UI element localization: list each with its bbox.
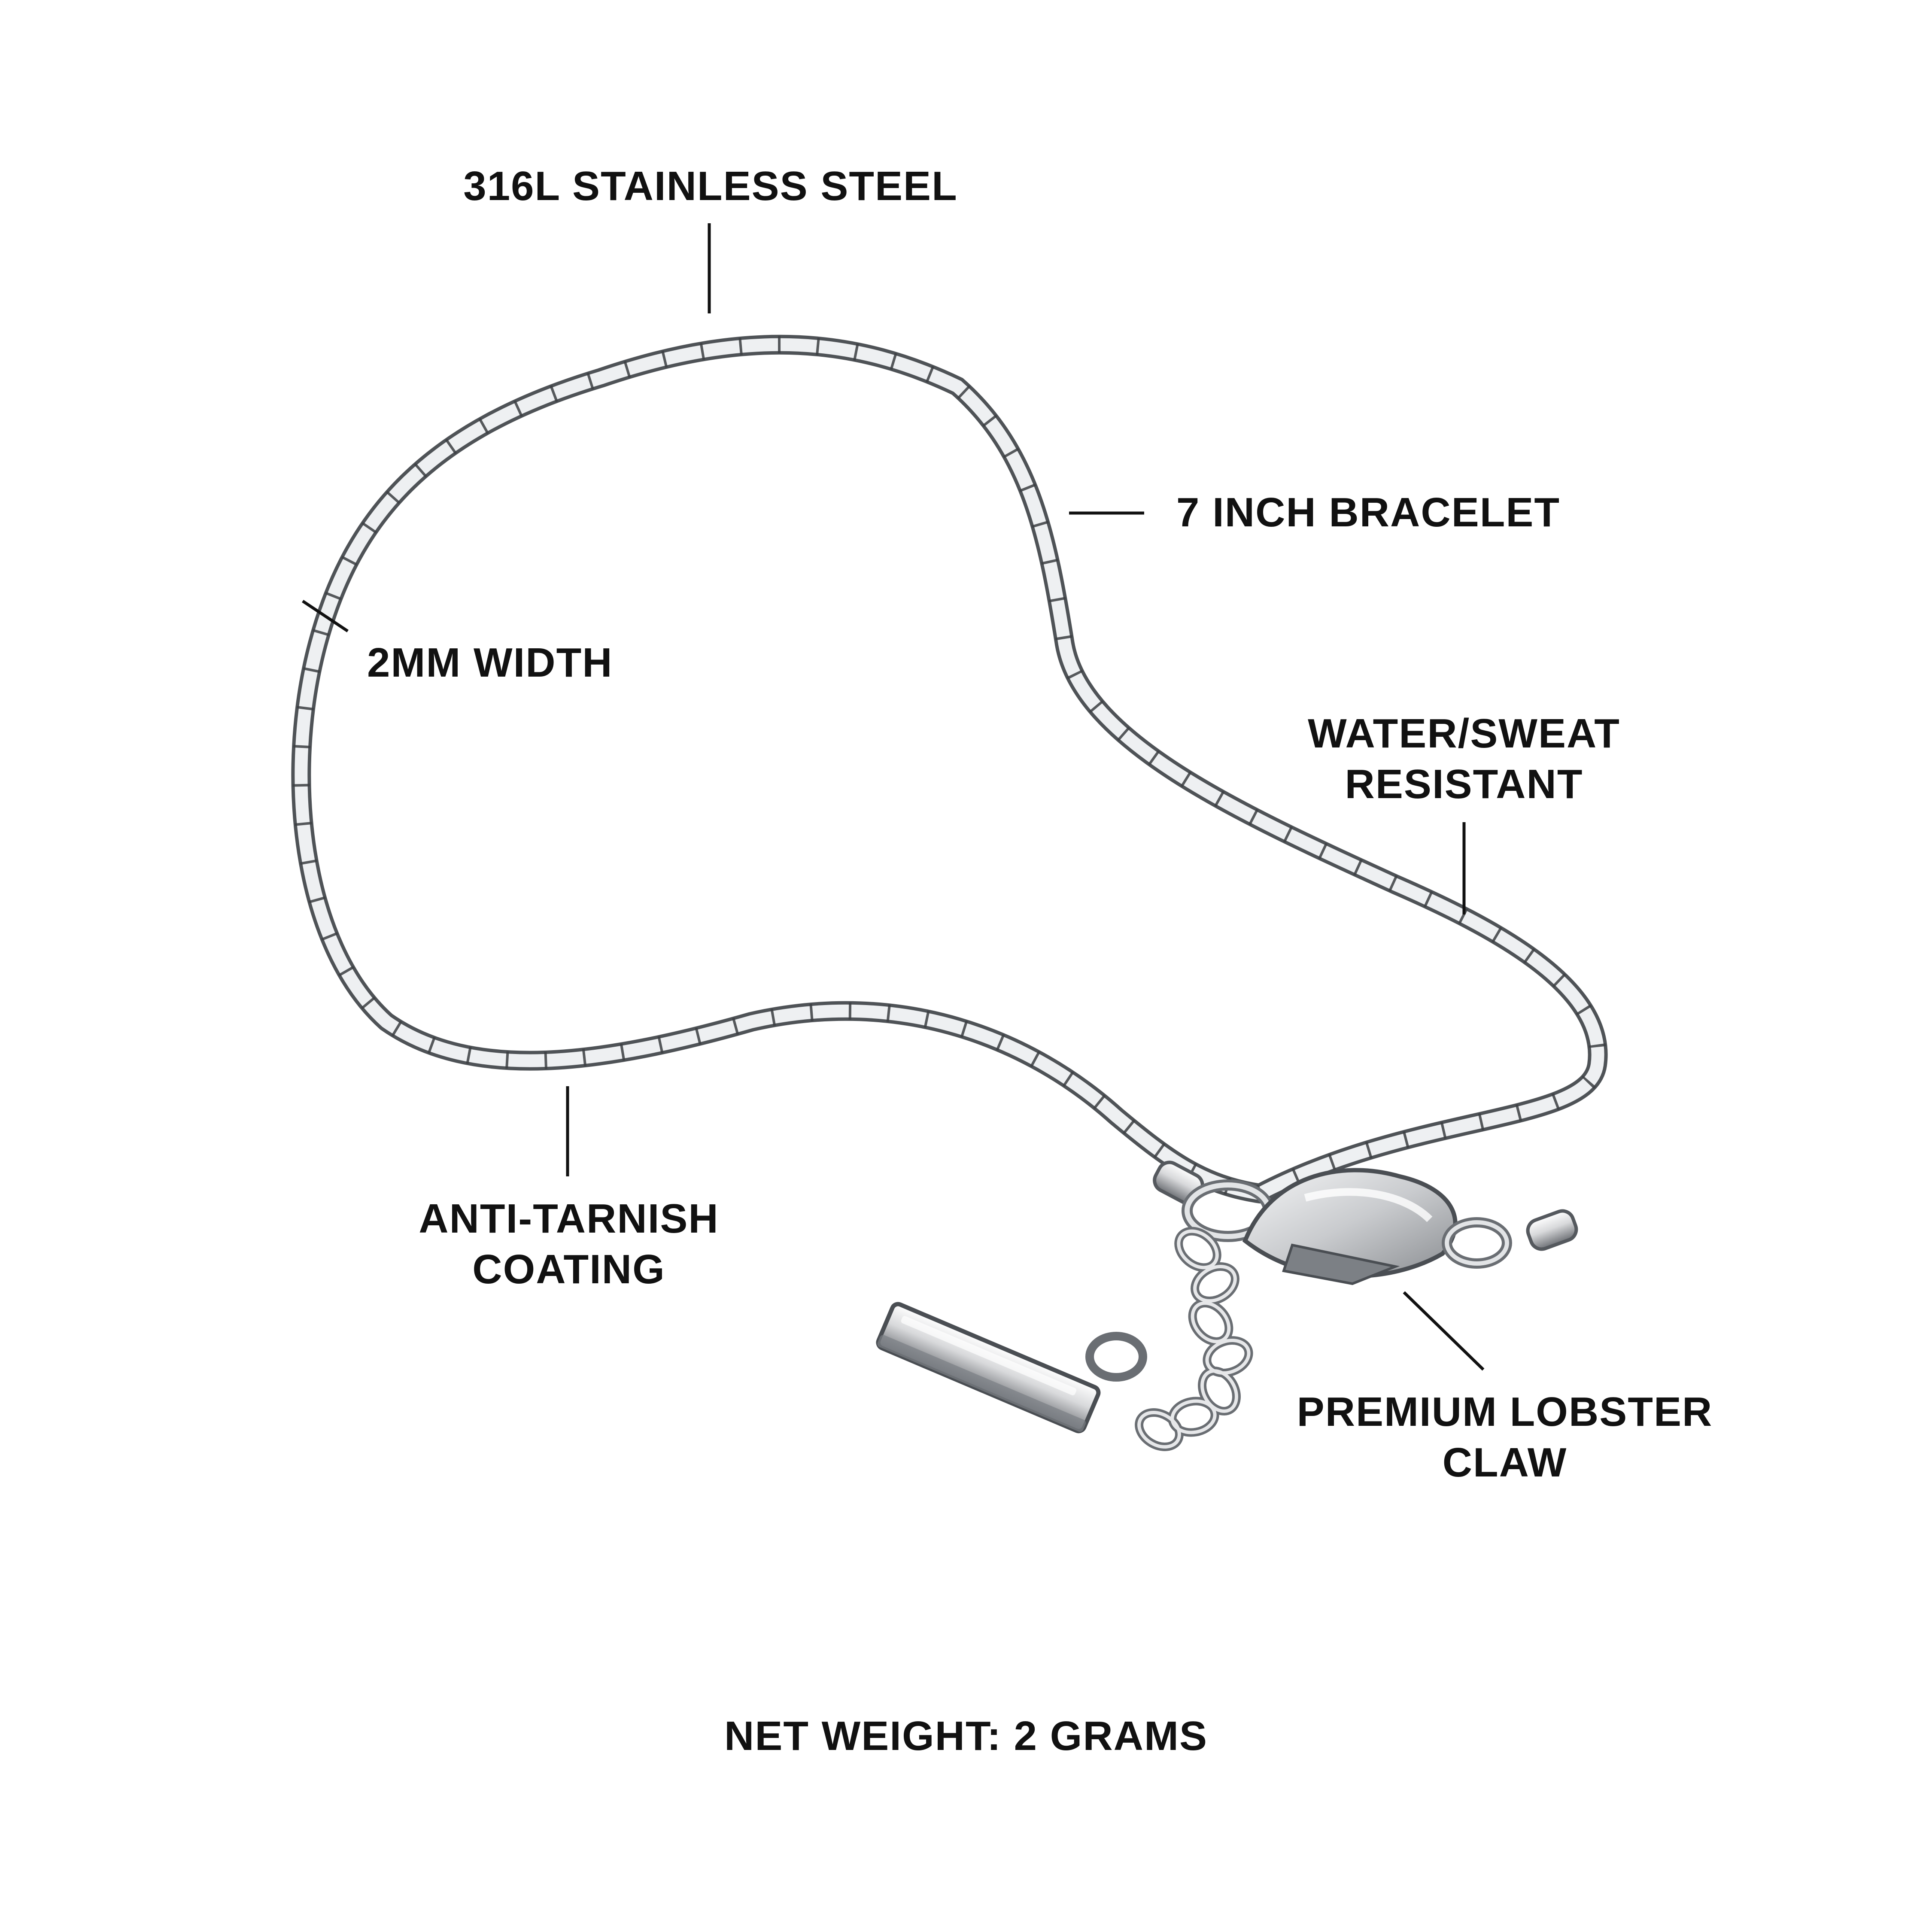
label-tarnish-line2: COATING bbox=[472, 1246, 665, 1292]
label-water-line2: RESISTANT bbox=[1345, 761, 1583, 807]
leader-line-clasp bbox=[1403, 1291, 1485, 1371]
label-water-line1: WATER/SWEAT bbox=[1308, 711, 1620, 756]
label-anti-tarnish: ANTI-TARNISH COATING bbox=[365, 1194, 773, 1295]
lobster-clasp bbox=[1242, 1168, 1458, 1285]
bar-tag bbox=[876, 1302, 1101, 1434]
extender-chain bbox=[1085, 1227, 1253, 1451]
label-length: 7 INCH BRACELET bbox=[1176, 489, 1561, 535]
label-net-weight: NET WEIGHT: 2 GRAMS bbox=[724, 1713, 1208, 1759]
label-steel: 316L STAINLESS STEEL bbox=[463, 163, 958, 209]
label-tarnish-line1: ANTI-TARNISH bbox=[419, 1196, 719, 1242]
label-width: 2MM WIDTH bbox=[367, 640, 613, 686]
label-lobster-claw: PREMIUM LOBSTER CLAW bbox=[1262, 1387, 1747, 1488]
label-water-resistant: WATER/SWEAT RESISTANT bbox=[1245, 708, 1683, 810]
leader-line-width bbox=[302, 600, 349, 632]
leader-lines bbox=[302, 223, 1485, 1371]
label-clasp-line1: PREMIUM LOBSTER bbox=[1297, 1389, 1713, 1435]
label-clasp-line2: CLAW bbox=[1442, 1440, 1567, 1485]
chain bbox=[291, 334, 1608, 1203]
